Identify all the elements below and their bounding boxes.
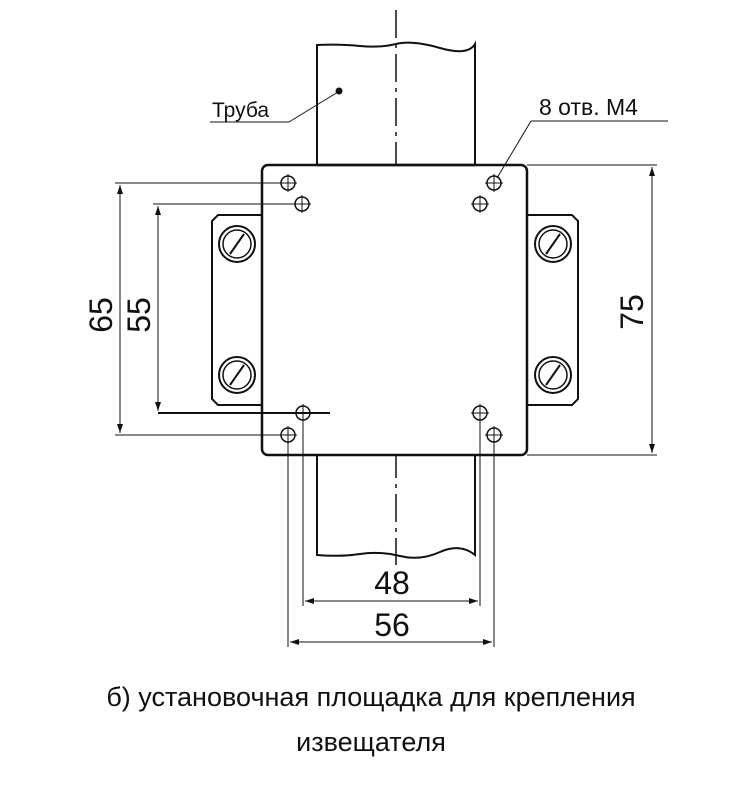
pipe-leader	[210, 87, 343, 123]
holes-leader	[496, 120, 668, 179]
screw-icon	[218, 356, 256, 394]
left-bracket	[211, 214, 262, 406]
dimension-48	[302, 420, 481, 606]
holes-label: 8 отв. М4	[539, 94, 638, 120]
dimension-55	[153, 203, 330, 414]
dimension-48-label: 48	[374, 565, 410, 601]
caption-line-1: б) установочная площадка для крепления	[106, 682, 636, 712]
dimension-75-label: 75	[614, 294, 650, 330]
screw-icon	[534, 225, 572, 263]
pipe-lower	[316, 455, 476, 559]
pipe-label: Труба	[212, 99, 269, 122]
screw-icon	[218, 225, 256, 263]
caption-line-2: извещателя	[296, 727, 446, 757]
screw-icon	[534, 356, 572, 394]
dimension-65	[115, 182, 282, 436]
right-bracket	[527, 214, 579, 406]
dimension-55-label: 55	[121, 297, 157, 333]
dimension-56	[287, 442, 495, 647]
dimension-56-label: 56	[374, 607, 410, 643]
dimension-75	[527, 164, 657, 456]
dimension-65-label: 65	[83, 297, 119, 333]
